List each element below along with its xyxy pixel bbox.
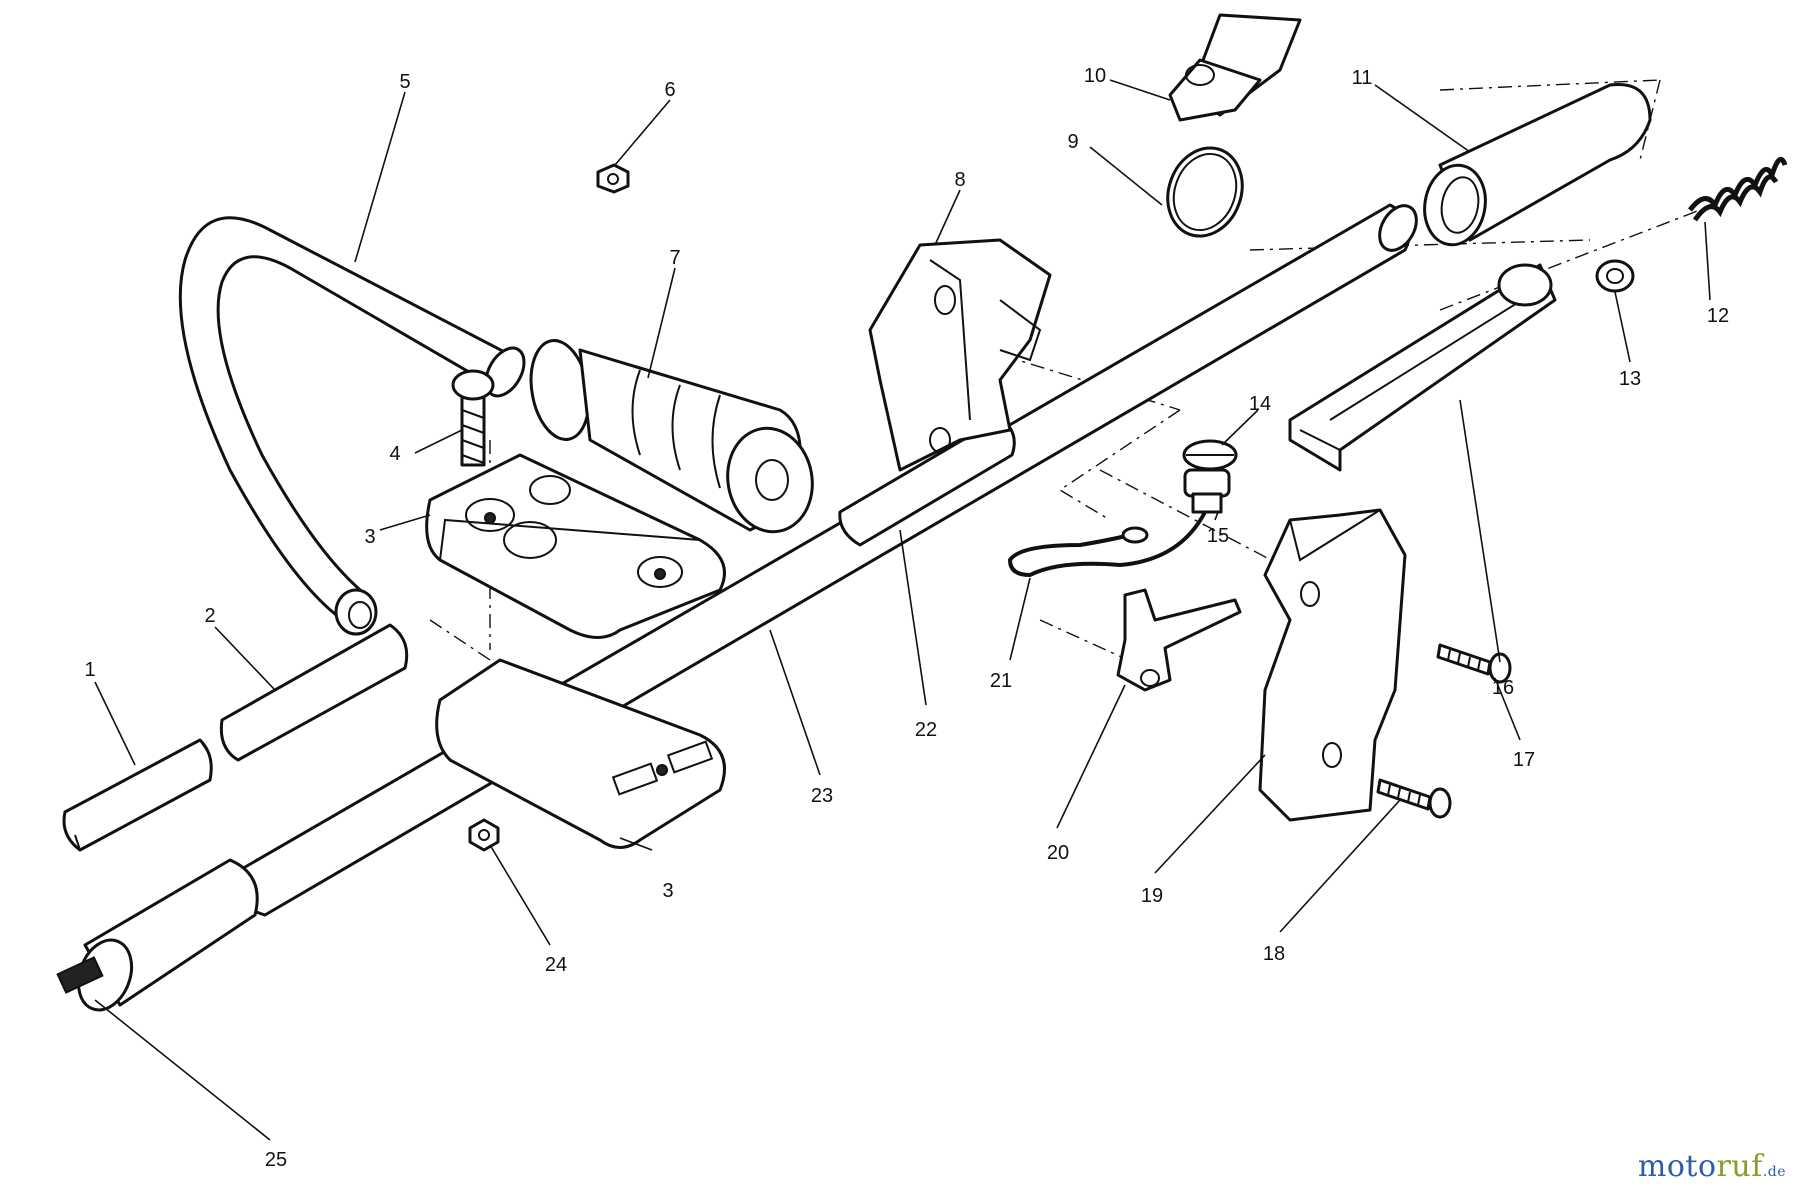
callout-4: 4 — [389, 443, 400, 465]
leader-lines — [94, 79, 1711, 1141]
part-3-clamp-lower — [435, 658, 726, 849]
part-19-cover-plate — [1258, 508, 1407, 822]
part-15-switch-body — [1183, 468, 1231, 514]
callout-19: 19 — [1141, 885, 1163, 907]
callout-3-lower: 3 — [662, 880, 673, 902]
callout-11: 11 — [1352, 67, 1373, 89]
callout-7: 7 — [669, 247, 680, 269]
part-6-nut — [596, 163, 630, 194]
callout-8: 8 — [954, 169, 965, 191]
part-10-strap-clip — [1168, 13, 1302, 122]
callout-18: 18 — [1263, 943, 1285, 965]
part-17-screw — [1436, 643, 1512, 684]
part-1-shield-half — [62, 738, 213, 852]
part-5-loop-handle — [178, 216, 526, 636]
callout-9: 9 — [1067, 131, 1078, 153]
part-24-nut — [468, 818, 500, 852]
callout-25: 25 — [265, 1149, 287, 1171]
part-12-spring — [1688, 156, 1788, 222]
part-4-bolt — [451, 369, 495, 467]
callout-12: 12 — [1707, 305, 1729, 327]
callout-16: 16 — [1492, 677, 1514, 699]
callout-14: 14 — [1249, 393, 1271, 415]
callout-2: 2 — [204, 605, 215, 627]
part-20-trigger — [1116, 588, 1242, 692]
part-11-sleeve — [1423, 82, 1652, 247]
callout-20: 20 — [1047, 842, 1069, 864]
part-8-control-housing — [868, 238, 1052, 472]
part-16-bracket — [1288, 263, 1557, 472]
callout-22: 22 — [915, 719, 937, 741]
callout-23: 23 — [811, 785, 833, 807]
watermark-part-a: moto — [1637, 1149, 1717, 1184]
watermark-part-c: .de — [1762, 1164, 1786, 1180]
watermark-logo: motoruf.de — [1638, 1149, 1786, 1184]
part-25-drive-shaft-end — [56, 858, 259, 1012]
part-14-switch-cap — [1182, 439, 1238, 471]
part-13-bushing — [1595, 259, 1635, 293]
callout-3-upper: 3 — [364, 526, 375, 548]
callout-6: 6 — [664, 79, 675, 101]
callout-numbers: 1 2 3 3 4 5 6 7 8 9 10 11 12 13 14 15 16… — [84, 65, 1729, 1171]
part-7-hand-grip — [529, 339, 814, 534]
callout-24: 24 — [545, 954, 567, 976]
watermark-part-b: ruf — [1716, 1149, 1763, 1184]
callout-10: 10 — [1084, 65, 1106, 87]
callout-17: 17 — [1513, 749, 1535, 771]
callout-21: 21 — [990, 670, 1012, 692]
part-9-ring — [1166, 146, 1244, 238]
callout-1: 1 — [84, 659, 95, 681]
part-21-wire — [1007, 511, 1207, 578]
part-2-shield-half — [219, 623, 409, 762]
part-3-clamp-upper — [425, 453, 726, 639]
part-18-screw — [1376, 778, 1452, 819]
callout-5: 5 — [399, 71, 410, 93]
callout-13: 13 — [1619, 368, 1641, 390]
callout-15: 15 — [1207, 525, 1229, 547]
